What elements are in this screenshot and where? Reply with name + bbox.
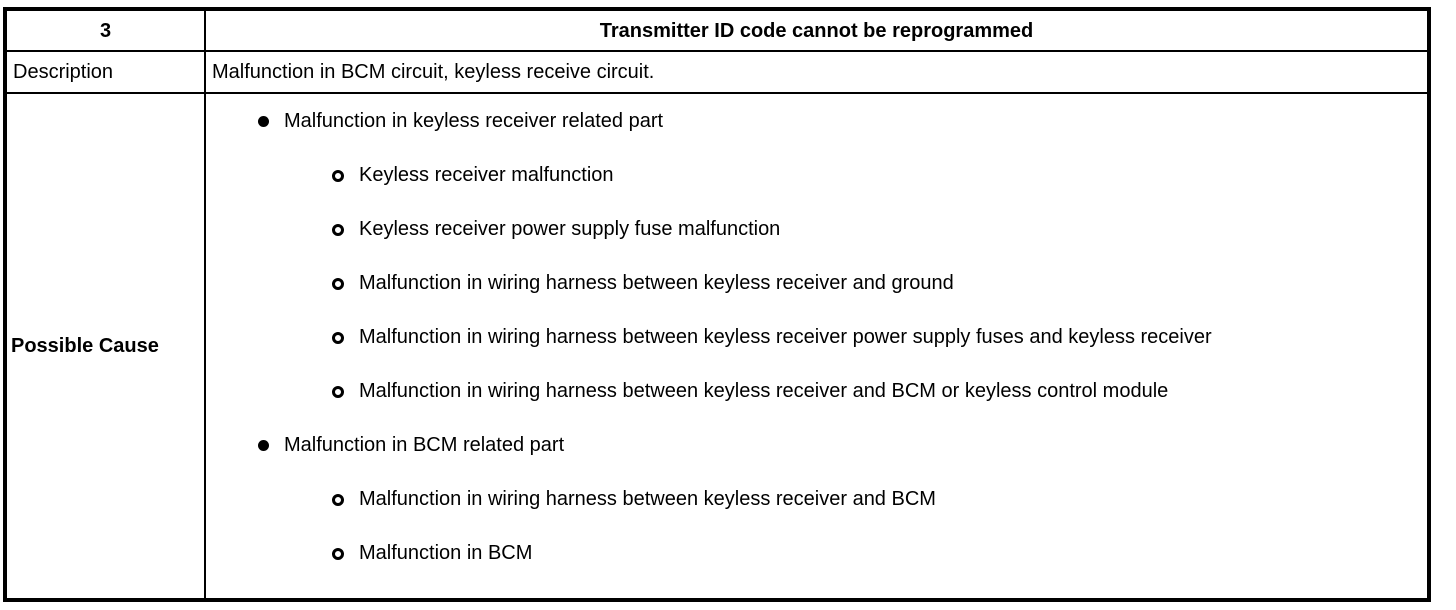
dtc-title-cell: Transmitter ID code cannot be reprogramm… [206, 11, 1427, 52]
cause-sub-item: Malfunction in BCM [206, 540, 1427, 566]
dtc-table: 3 Transmitter ID code cannot be reprogra… [3, 7, 1431, 602]
cause-sub-item: Keyless receiver power supply fuse malfu… [206, 216, 1427, 242]
cause-text: Malfunction in wiring harness between ke… [359, 272, 954, 294]
open-bullet-icon [332, 332, 344, 344]
cause-group-item: Malfunction in BCM related part [206, 432, 1427, 458]
open-bullet-icon [332, 494, 344, 506]
cause-text: Keyless receiver power supply fuse malfu… [359, 218, 781, 240]
cause-text: Malfunction in BCM [359, 542, 533, 564]
cause-sub-item: Malfunction in wiring harness between ke… [206, 270, 1427, 296]
filled-bullet-icon [258, 440, 269, 451]
cause-text: Malfunction in keyless receiver related … [284, 110, 664, 132]
possible-cause-body: Malfunction in keyless receiver related … [206, 94, 1427, 598]
description-label: Description [7, 52, 206, 94]
dtc-number-cell: 3 [7, 11, 206, 52]
cause-sub-item: Keyless receiver malfunction [206, 162, 1427, 188]
open-bullet-icon [332, 224, 344, 236]
cause-sub-item: Malfunction in wiring harness between ke… [206, 486, 1427, 512]
cause-group-item: Malfunction in keyless receiver related … [206, 108, 1427, 134]
possible-cause-label: Possible Cause [7, 94, 206, 598]
open-bullet-icon [332, 170, 344, 182]
cause-text: Keyless receiver malfunction [359, 164, 614, 186]
open-bullet-icon [332, 548, 344, 560]
filled-bullet-icon [258, 116, 269, 127]
description-value: Malfunction in BCM circuit, keyless rece… [206, 52, 1427, 94]
open-bullet-icon [332, 278, 344, 290]
cause-text: Malfunction in wiring harness between ke… [359, 488, 936, 510]
open-bullet-icon [332, 386, 344, 398]
cause-text: Malfunction in wiring harness between ke… [359, 380, 1169, 402]
cause-text: Malfunction in BCM related part [284, 434, 565, 456]
cause-text: Malfunction in wiring harness between ke… [359, 326, 1212, 348]
cause-sub-item: Malfunction in wiring harness between ke… [206, 378, 1427, 404]
cause-sub-item: Malfunction in wiring harness between ke… [206, 324, 1427, 350]
